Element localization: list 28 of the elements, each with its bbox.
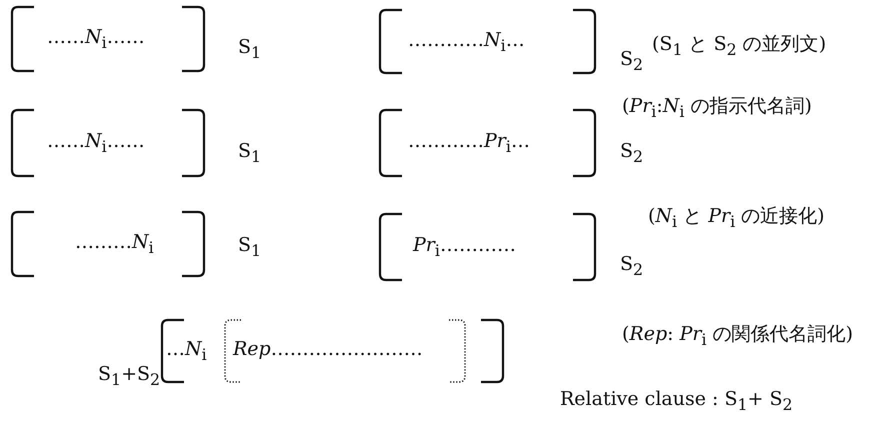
dotted-bracket [223,318,467,384]
sentence-label: S$_{1}$+S$_{2}$ [98,365,160,388]
sentence-label: S$_{2}$ [620,142,644,165]
sentence-label: S$_{1}$ [238,142,262,165]
bracket-text: Pr$_{i}$………… [413,236,516,259]
bracket-text: Rep…………………… [233,340,423,359]
bracket-text: ……N$_{i}$…… [47,132,145,155]
bracket [378,8,597,75]
bracket-text: ………N$_{i}$ [75,233,154,256]
bracket-text: …………Pr$_{i}$… [408,132,530,155]
note: (Pr$_{i}$:N$_{i}$ の指示代名詞) [622,97,812,120]
bracket-text: ……N$_{i}$…… [47,28,145,51]
bracket [378,212,597,282]
sentence-label: S$_{1}$ [238,38,262,61]
sentence-label: S$_{2}$ [620,255,644,278]
note: (Rep: Pr$_{i}$ の関係代名詞化) [622,325,853,348]
sentence-label: S$_{2}$ [620,50,644,73]
sentence-label: S$_{1}$ [238,236,262,259]
bracket [10,210,206,278]
bracket [10,5,206,73]
note: (N$_{i}$ と Pr$_{i}$ の近接化) [648,207,825,230]
bracket [160,318,505,384]
bracket [378,108,597,178]
note: Relative clause : S$_{1}$+ S$_{2}$ [560,390,793,413]
bracket [10,108,206,178]
bracket-text: …………N$_{i}$… [408,30,525,54]
bracket-text: …N$_{i}$ [166,340,207,363]
note: (S$_{1}$ と S$_{2}$ の並列文) [652,35,826,58]
